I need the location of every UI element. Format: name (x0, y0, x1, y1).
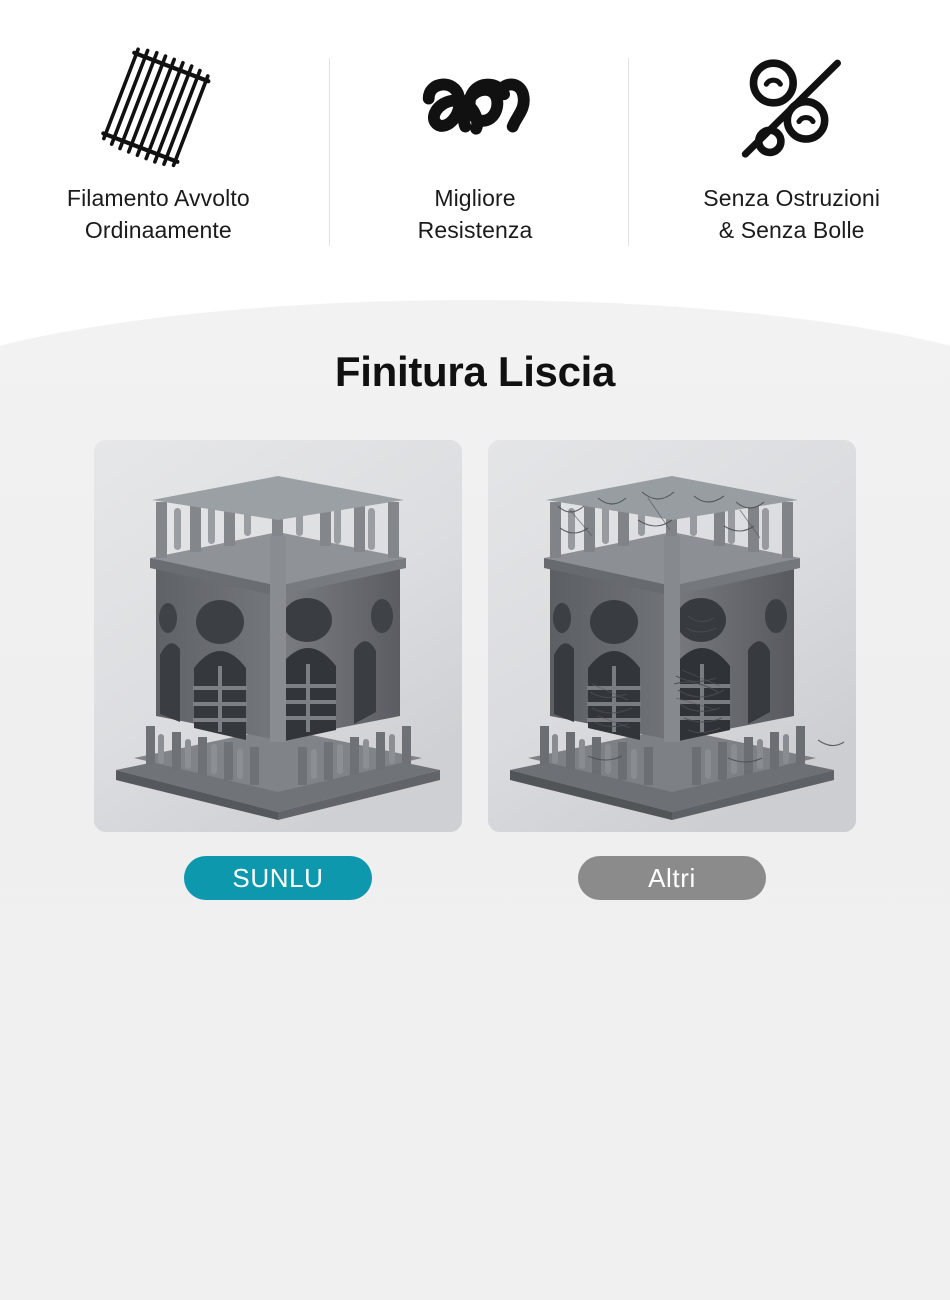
comparison-card-altri: Altri (488, 440, 856, 900)
feature-label: Migliore Resistenza (417, 185, 533, 243)
feature-column-no-clog: Senza Ostruzioni & Senza Bolle (633, 0, 950, 300)
section-title: Finitura Liscia (334, 348, 616, 395)
badge-altri[interactable]: Altri (578, 856, 766, 900)
comparison-panel: Finitura Liscia (0, 300, 950, 1300)
comparison-panel-content: Finitura Liscia (0, 300, 950, 950)
features-strip: Filamento Avvolto Ordinaamente Migliore … (0, 0, 950, 300)
feature-column-filament-winding: Filamento Avvolto Ordinaamente (0, 0, 317, 300)
badge-sunlu[interactable]: SUNLU (184, 856, 372, 900)
feature-column-strength: Migliore Resistenza (317, 0, 634, 300)
comparison-card-sunlu: SUNLU (94, 440, 462, 900)
feature-divider (628, 58, 629, 246)
neatly-wound-filament-icon (88, 47, 228, 168)
feature-label: Senza Ostruzioni & Senza Bolle (703, 185, 881, 243)
feature-divider (329, 58, 330, 246)
no-clog-no-bubble-icon (722, 48, 862, 168)
product-photo-sunlu (94, 440, 462, 832)
product-photo-altri (488, 440, 856, 832)
comparison-cards-row: SUNLU (0, 440, 950, 900)
feature-label: Filamento Avvolto Ordinaamente (66, 185, 250, 243)
interwoven-strand-strength-icon (405, 48, 545, 168)
